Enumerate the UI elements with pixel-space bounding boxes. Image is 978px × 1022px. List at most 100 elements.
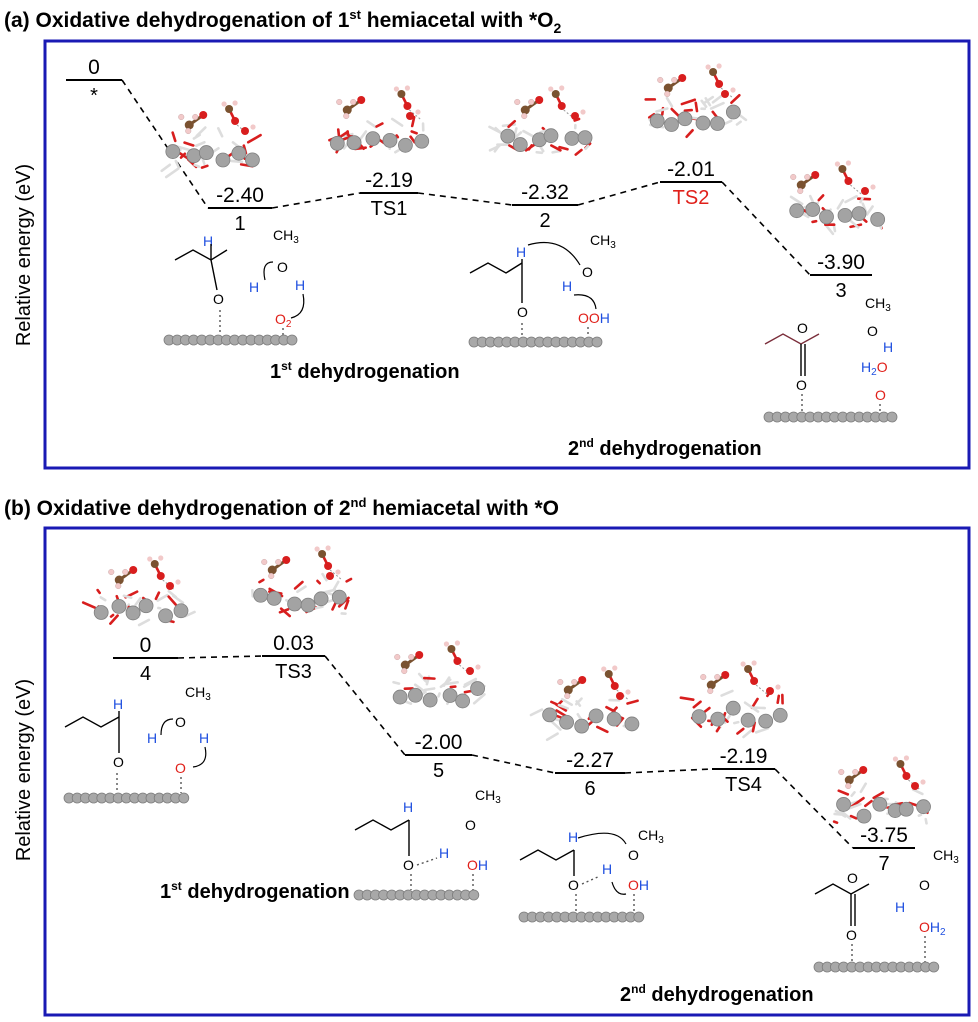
connector-dashed-line bbox=[577, 181, 661, 206]
methyl-label: CH3 bbox=[475, 787, 501, 806]
state-label: 4 bbox=[140, 663, 151, 685]
scheme-b-4: H O H CH3 O H O bbox=[63, 684, 211, 804]
panel-a-title: (a) Oxidative dehydrogenation of 1st hem… bbox=[4, 7, 562, 36]
ooh-label: OOH bbox=[578, 310, 610, 326]
connector-dashed-line bbox=[471, 754, 556, 774]
state-label: TS1 bbox=[371, 198, 408, 220]
methyl-label: CH3 bbox=[590, 232, 616, 251]
oxygen-atom-label: O bbox=[568, 877, 579, 893]
hydroxyl-label: OH bbox=[628, 877, 649, 893]
panel-b-y-axis-label: Relative energy (eV) bbox=[13, 679, 35, 861]
oxygen-atom-label: O bbox=[517, 304, 528, 320]
state-label: 5 bbox=[433, 760, 444, 782]
hydrogen-atom-label: H bbox=[895, 899, 905, 915]
structure-7-image bbox=[832, 755, 931, 825]
scheme-b-7: O O CH3 O H OH2 bbox=[813, 847, 959, 973]
scheme-b-6: H O H CH3 O OH bbox=[518, 827, 664, 923]
oxygen-atom-label: O bbox=[867, 323, 878, 339]
scheme-a-3: O O CH3 O H H2O O bbox=[763, 295, 898, 423]
energy-value-label: -2.27 bbox=[566, 749, 614, 772]
energy-value-label: -2.32 bbox=[521, 181, 569, 204]
panel-b-frame bbox=[43, 526, 971, 1017]
surface-atom bbox=[591, 336, 603, 348]
energy-value-label: -2.00 bbox=[415, 731, 463, 754]
connector-dashed-line bbox=[121, 79, 209, 209]
hydrogen-atom-label: H bbox=[203, 233, 213, 249]
water-label: OH2 bbox=[919, 919, 946, 938]
connector-dashed-line bbox=[324, 655, 406, 756]
o2-label: O2 bbox=[275, 311, 292, 330]
oxygen-atom-label: O bbox=[846, 927, 857, 943]
oxygen-atom-label: O bbox=[175, 760, 186, 776]
energy-value-label: -3.90 bbox=[817, 251, 865, 274]
structure-2-image bbox=[488, 85, 593, 156]
oxygen-atom-label: O bbox=[403, 857, 414, 873]
connector-dashed-line bbox=[177, 655, 263, 659]
hydrogen-atom-label: H bbox=[602, 861, 612, 877]
energy-value-label: -2.19 bbox=[720, 745, 768, 768]
energy-value-label: -2.40 bbox=[216, 184, 264, 207]
connector-dashed-line bbox=[271, 192, 361, 209]
oxygen-atom-label: O bbox=[919, 877, 930, 893]
surface-atom bbox=[178, 792, 190, 804]
panel-b-title: (b) Oxidative dehydrogenation of 2nd hem… bbox=[4, 495, 559, 520]
oxygen-atom-label: O bbox=[465, 817, 476, 833]
oxygen-atom-label: O bbox=[875, 387, 886, 403]
methyl-label: CH3 bbox=[865, 295, 891, 314]
panel-b-step1-label: 1st dehydrogenation bbox=[160, 879, 350, 903]
structure-ts3-image bbox=[251, 545, 353, 618]
methyl-label: CH3 bbox=[933, 847, 959, 866]
panel-a-step1-label: 1st dehydrogenation bbox=[270, 359, 460, 383]
oxygen-atom-label: O bbox=[277, 259, 288, 275]
state-label: 7 bbox=[878, 853, 889, 875]
connector-dashed-line bbox=[417, 192, 513, 206]
oxygen-atom-label: O bbox=[796, 377, 807, 393]
structure-4-image bbox=[81, 555, 196, 627]
panel-a-frame bbox=[43, 39, 971, 470]
structure-ts1-image bbox=[328, 85, 430, 154]
surface-atom bbox=[928, 961, 940, 973]
surface-atom bbox=[633, 911, 645, 923]
oxygen-atom-label: O bbox=[175, 714, 186, 730]
structure-ts4-image bbox=[679, 660, 788, 739]
scheme-b-5: H O H CH3 O OH bbox=[353, 787, 501, 901]
surface-atom bbox=[886, 411, 898, 423]
connector-dashed-line bbox=[774, 768, 854, 849]
hydrogen-atom-label: H bbox=[295, 277, 305, 293]
state-label: TS3 bbox=[275, 661, 312, 683]
panel-b-step2-label: 2nd dehydrogenation bbox=[620, 982, 814, 1006]
methyl-label: CH3 bbox=[273, 227, 299, 246]
hydroxyl-label: OH bbox=[467, 857, 488, 873]
methyl-label: CH3 bbox=[638, 827, 664, 846]
hydrogen-atom-label: H bbox=[113, 696, 123, 712]
structure-6-image bbox=[529, 665, 640, 742]
scheme-a-2: H O CH3 O H OOH bbox=[468, 232, 616, 348]
energy-value-label: 0.03 bbox=[273, 632, 314, 655]
hydrogen-atom-label: H bbox=[568, 829, 578, 845]
state-label: 6 bbox=[584, 778, 595, 800]
energy-value-label: 0 bbox=[88, 56, 100, 79]
water-label: H2O bbox=[861, 359, 888, 378]
hydrogen-atom-label: H bbox=[147, 730, 157, 746]
oxygen-atom-label: O bbox=[797, 320, 808, 336]
state-label: * bbox=[90, 85, 98, 107]
surface-atom bbox=[286, 334, 298, 346]
panel-a: (a) Oxidative dehydrogenation of 1st hem… bbox=[4, 7, 971, 470]
scheme-a-1: H O H CH3 O H O2 bbox=[163, 227, 305, 346]
panel-a-step2-label: 2nd dehydrogenation bbox=[568, 436, 762, 460]
energy-value-label: 0 bbox=[140, 634, 152, 657]
structure-3-image bbox=[789, 160, 886, 236]
methyl-label: CH3 bbox=[185, 684, 211, 703]
surface-atom bbox=[468, 889, 480, 901]
oxygen-atom-label: O bbox=[628, 847, 639, 863]
state-label: 1 bbox=[234, 213, 245, 235]
hydrogen-atom-label: H bbox=[249, 279, 259, 295]
hydrogen-atom-label: H bbox=[883, 339, 893, 355]
energy-value-label: -2.01 bbox=[667, 158, 715, 181]
oxygen-atom-label: O bbox=[847, 870, 858, 886]
hydrogen-atom-label: H bbox=[439, 845, 449, 861]
state-label: 2 bbox=[539, 210, 550, 232]
